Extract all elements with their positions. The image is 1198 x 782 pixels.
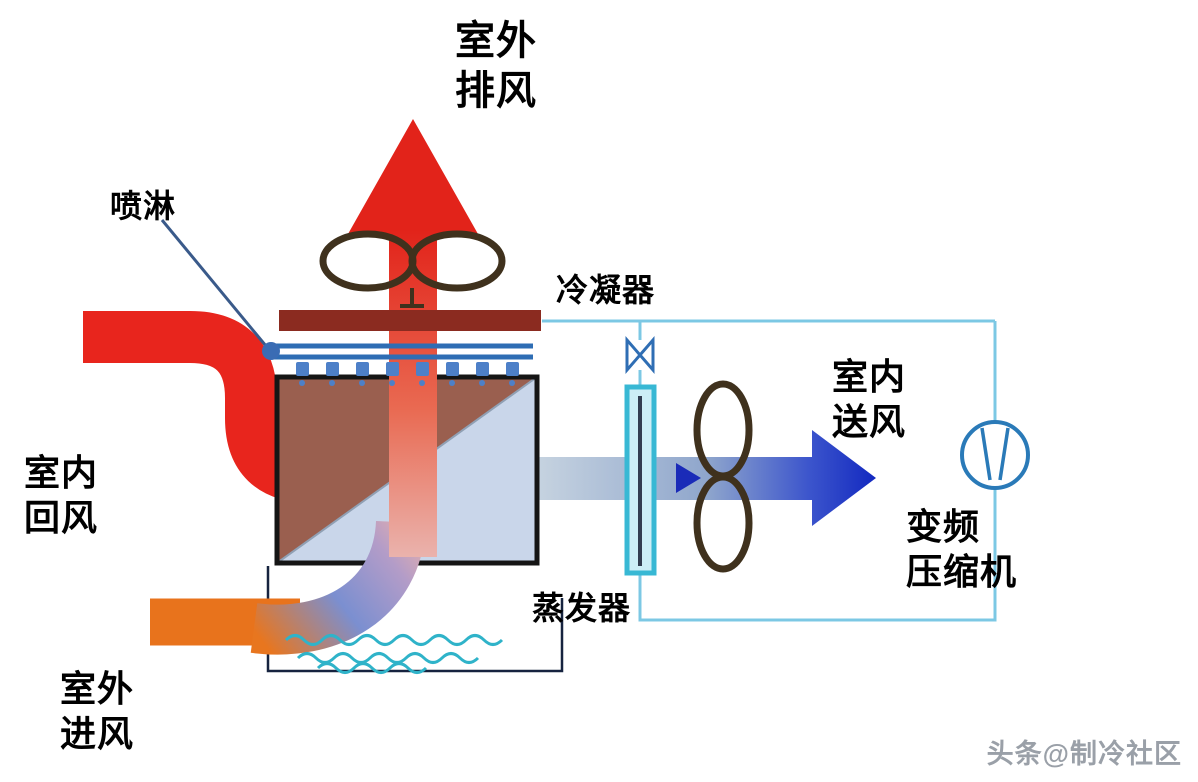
spray-pointer-dot — [262, 342, 280, 360]
water-waves — [284, 634, 504, 674]
label-outdoor-intake: 室外 进风 — [60, 668, 135, 754]
exhaust-fan-icon — [319, 230, 506, 308]
spray-nozzles — [296, 362, 519, 386]
spray-system — [160, 219, 533, 386]
label-condenser: 冷凝器 — [556, 272, 656, 308]
flow-notch-icon — [676, 463, 701, 493]
label-spray: 喷淋 — [110, 188, 177, 224]
compressor-icon — [960, 420, 1030, 490]
condenser-bar — [279, 310, 541, 331]
label-indoor-return: 室内 回风 — [24, 452, 99, 538]
label-indoor-supply: 室内 送风 — [832, 356, 907, 442]
label-outdoor-exhaust-line1: 室外 — [455, 19, 537, 63]
exhaust-air-arrow — [348, 119, 478, 557]
refrigerant-piping — [542, 319, 997, 622]
label-outdoor-exhaust-line2: 排风 — [455, 69, 537, 113]
spray-pointer-line — [160, 219, 268, 347]
label-evaporator: 蒸发器 — [532, 590, 632, 626]
watermark: 头条@制冷社区 — [986, 739, 1182, 769]
label-compressor: 变频 压缩机 — [906, 506, 1018, 592]
expansion-valve-icon — [625, 335, 655, 375]
supply-fan-icon — [693, 380, 753, 573]
evaporator-bar — [624, 384, 657, 576]
label-outdoor-exhaust: 室外 排风 — [448, 16, 544, 116]
supply-air-arrow — [537, 430, 876, 526]
